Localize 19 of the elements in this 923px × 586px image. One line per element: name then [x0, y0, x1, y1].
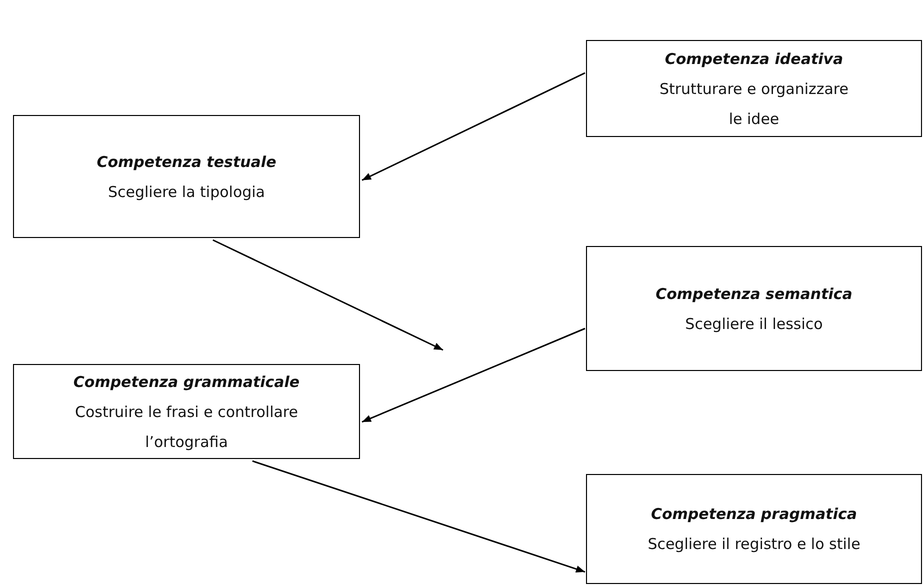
- box-text: Costruire le frasi e controllare l’ortografia: [74, 402, 299, 452]
- process-box: [13, 364, 360, 459]
- arrow: [252, 460, 586, 573]
- arrow: [212, 239, 444, 351]
- box-heading: Competenza semantica: [656, 284, 852, 304]
- arrow: [362, 328, 586, 423]
- process-box: [586, 246, 922, 371]
- box-text: Scegliere il registro e lo stile: [646, 534, 862, 555]
- box-text: Strutturare e organizzare le idee: [658, 78, 850, 130]
- box-heading: Competenza grammaticale: [73, 372, 300, 392]
- box-heading: Competenza ideativa: [664, 48, 844, 70]
- process-box: [586, 40, 922, 137]
- process-box: [13, 115, 360, 238]
- box-text: Scegliere il lessico: [684, 314, 824, 334]
- process-box: [586, 474, 922, 584]
- box-heading: Competenza pragmatica: [650, 504, 858, 525]
- box-heading: Competenza testuale: [96, 152, 276, 172]
- arrow: [362, 72, 586, 181]
- box-text: Scegliere la tipologia: [106, 182, 266, 202]
